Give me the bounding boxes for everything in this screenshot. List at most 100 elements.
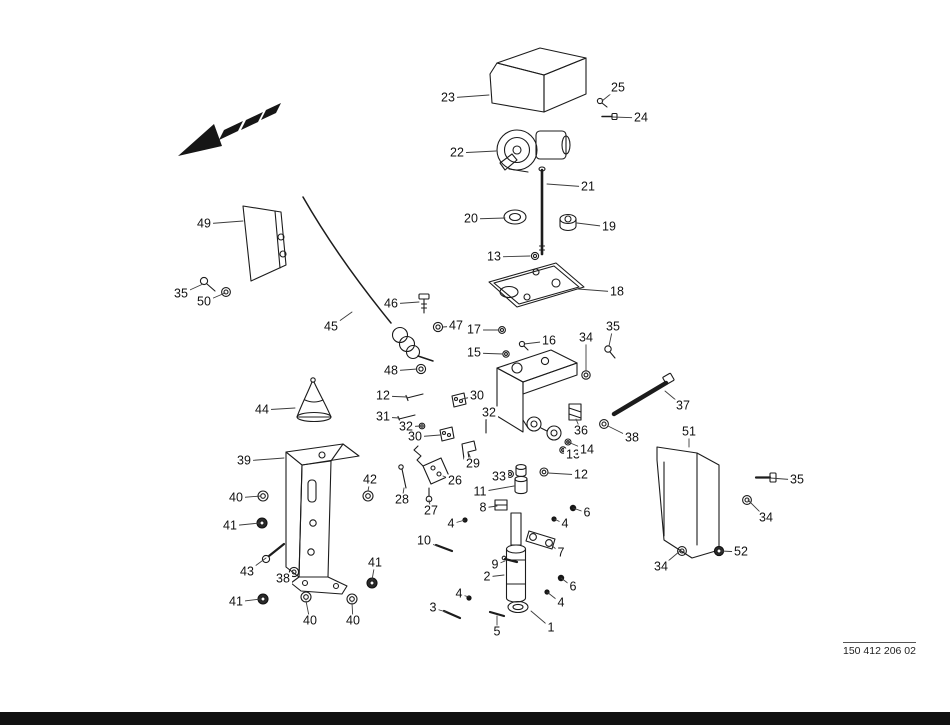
leader-line <box>235 495 262 499</box>
pin-3-icon <box>442 609 462 620</box>
screw-31-icon <box>397 414 416 423</box>
bolt-43-icon <box>261 542 286 564</box>
leader-line <box>577 288 618 293</box>
leader-line <box>203 292 226 303</box>
leader-line <box>485 412 490 422</box>
clip-30-lower-icon <box>439 426 455 442</box>
pin-5-icon <box>488 610 506 618</box>
leader-line <box>390 368 418 372</box>
leader-line <box>546 183 589 188</box>
leader-line <box>405 425 421 428</box>
leader-line <box>664 390 684 407</box>
leader-line <box>442 475 456 482</box>
part-cone-44 <box>296 377 332 423</box>
leader-line <box>390 301 420 305</box>
part-block-8 <box>494 499 508 511</box>
document-number: 150 412 206 02 <box>843 642 916 657</box>
leader-line <box>769 477 798 481</box>
washers-13-14-icon <box>559 438 572 454</box>
part-cap-20 <box>503 209 527 225</box>
leader-line <box>572 507 588 514</box>
part-center-bracket <box>496 349 578 441</box>
washer-40-b-icon <box>300 591 312 603</box>
leader-line <box>235 598 262 603</box>
bolt-35-left-icon <box>199 276 216 292</box>
bolt-46-icon <box>418 293 430 314</box>
leader-line <box>468 453 474 465</box>
part-spool-11 <box>514 464 528 495</box>
washer-34-top-icon <box>581 370 591 380</box>
leader-line <box>371 562 376 581</box>
leader-line <box>246 557 267 573</box>
balls-6-icon <box>557 504 577 582</box>
washer-41-c-icon <box>366 577 378 589</box>
screw-25-icon <box>596 97 608 108</box>
part-switch-26 <box>413 445 450 485</box>
part-ring-1 <box>507 600 529 614</box>
part-pin-37 <box>611 372 675 417</box>
part-link-7 <box>525 530 556 550</box>
leader-line <box>261 407 296 411</box>
direction-arrow-icon <box>178 103 281 156</box>
part-bushing-19 <box>559 213 577 232</box>
leader-line <box>305 600 311 622</box>
leader-line <box>546 591 562 604</box>
washer-50-icon <box>221 287 231 297</box>
screw-35-top-icon <box>604 345 616 359</box>
leader-line <box>456 150 497 154</box>
part-cover-23 <box>489 47 587 113</box>
clip-30-upper-icon <box>451 392 467 408</box>
nut-48-icon <box>415 363 427 375</box>
leader-line <box>660 550 681 568</box>
part-motor-22 <box>496 129 571 173</box>
leader-line <box>203 220 244 225</box>
leader-line <box>180 283 204 295</box>
washer-42-icon <box>362 490 374 502</box>
leader-line <box>330 311 353 328</box>
part-cylinder-2 <box>505 512 527 603</box>
leader-line <box>243 457 285 462</box>
leader-line <box>382 395 408 398</box>
part-base-plate-18 <box>488 262 585 308</box>
leader-line <box>447 94 490 99</box>
leader-line <box>547 472 582 476</box>
part-spring-wire-45 <box>302 196 434 362</box>
leader-line <box>442 325 457 328</box>
washer-40-c-icon <box>346 593 358 605</box>
leader-line <box>607 425 633 439</box>
screw-28-icon <box>398 464 407 489</box>
washer-34-b-icon <box>742 495 752 505</box>
leader-line <box>567 441 588 451</box>
screw-12-left-icon <box>405 393 424 402</box>
leader-line <box>575 418 582 432</box>
clip-29-icon <box>461 440 477 460</box>
washer-38-right-icon <box>599 419 609 429</box>
pin-10-icon <box>434 543 454 553</box>
leader-line <box>401 487 405 501</box>
leader-line <box>423 540 438 547</box>
part-rod-21 <box>538 166 546 256</box>
leader-line <box>493 255 531 258</box>
washer-15-icon <box>502 350 510 358</box>
leader-line <box>367 479 371 492</box>
screw-16-icon <box>518 340 529 351</box>
leader-line <box>473 352 504 355</box>
part-side-plate-49 <box>242 205 287 282</box>
part-nut-13-top <box>530 251 540 261</box>
leader-line <box>458 593 470 598</box>
leader-lines <box>180 87 798 633</box>
leader-line <box>494 560 506 566</box>
leader-line <box>747 499 767 519</box>
leader-line <box>523 340 550 345</box>
nut-47-icon <box>432 321 444 333</box>
leader-line <box>382 416 400 419</box>
leader-line <box>601 87 619 102</box>
leader-line <box>608 326 614 347</box>
part-right-plate-51 <box>656 446 720 559</box>
leader-line <box>229 522 261 527</box>
leader-line <box>486 574 505 578</box>
leader-line <box>576 222 610 228</box>
screw-24-icon <box>601 112 618 121</box>
